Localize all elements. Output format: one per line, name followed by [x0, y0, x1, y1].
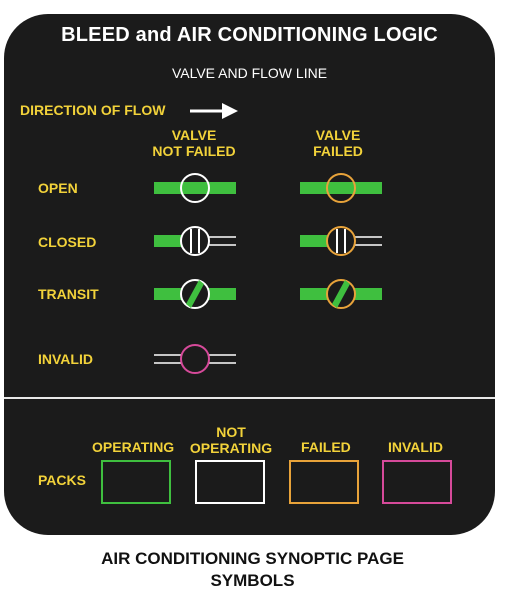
row-label-open: OPEN	[38, 180, 78, 196]
direction-of-flow-label: DIRECTION OF FLOW	[20, 102, 166, 118]
valve-open-failed-symbol	[300, 173, 382, 203]
valve-open-not-failed-symbol	[154, 173, 236, 203]
figure-caption: AIR CONDITIONING SYNOPTIC PAGE SYMBOLS	[101, 549, 404, 590]
synoptic-panel: BLEED and AIR CONDITIONING LOGIC VALVE A…	[4, 14, 495, 535]
pack-failed-label: FAILED	[301, 439, 351, 455]
pack-not-operating-box	[195, 460, 265, 504]
row-label-transit: TRANSIT	[38, 286, 99, 302]
column-header-valve-not-failed: VALVE NOT FAILED	[152, 127, 236, 159]
valve-transit-not-failed-symbol	[154, 279, 236, 309]
pack-operating-label: OPERATING	[92, 439, 175, 455]
section-divider	[4, 397, 495, 399]
pack-not-operating-label: NOT OPERATING	[189, 424, 273, 456]
valve-invalid-symbol	[154, 344, 236, 374]
pack-invalid-label: INVALID	[388, 439, 443, 455]
panel-title: BLEED and AIR CONDITIONING LOGIC	[61, 24, 438, 46]
row-label-closed: CLOSED	[38, 234, 97, 250]
row-label-invalid: INVALID	[38, 351, 93, 367]
packs-row-label: PACKS	[38, 472, 86, 488]
pack-operating-box	[101, 460, 171, 504]
valve-transit-failed-symbol	[300, 279, 382, 309]
column-header-valve-failed: VALVE FAILED	[313, 127, 363, 159]
pack-failed-box	[289, 460, 359, 504]
valve-closed-failed-symbol	[300, 226, 382, 256]
pack-invalid-box	[382, 460, 452, 504]
valve-closed-not-failed-symbol	[154, 226, 236, 256]
flow-arrow-icon	[190, 103, 238, 119]
panel-subtitle: VALVE AND FLOW LINE	[171, 65, 328, 81]
